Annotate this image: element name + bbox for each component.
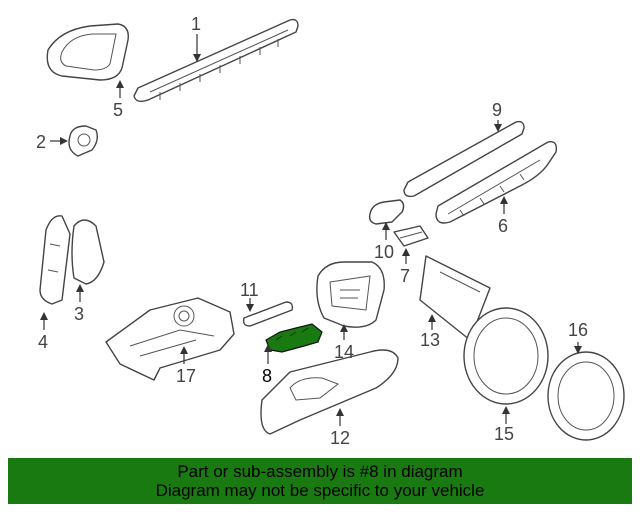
callout-13[interactable]: 13 [420,330,440,350]
part-4-shape [39,215,71,305]
callout-10[interactable]: 10 [374,242,394,262]
parts-diagram: 1 2 3 4 5 6 7 8 9 10 11 12 13 14 15 16 1… [36,14,625,448]
part-17-shape [105,297,235,381]
part-2-shape [68,125,99,157]
part-11-shape [242,301,294,327]
part-9-shape [403,120,525,198]
callout-12[interactable]: 12 [330,428,350,448]
callout-11[interactable]: 11 [240,280,259,300]
callout-2[interactable]: 2 [36,132,46,152]
callout-14[interactable]: 14 [334,342,354,362]
callout-3[interactable]: 3 [74,304,84,324]
callout-16[interactable]: 16 [568,320,588,340]
banner-line-2: Diagram may not be specific to your vehi… [155,481,485,500]
banner-line-1: Part or sub-assembly is #8 in diagram [177,462,463,481]
part-3-shape [71,219,105,285]
part-1-shape [133,18,299,103]
callout-9[interactable]: 9 [492,100,502,120]
callout-6[interactable]: 6 [498,216,508,236]
part-8-highlight [265,323,323,353]
info-banner: Part or sub-assembly is #8 in diagram Di… [8,458,632,504]
callout-7[interactable]: 7 [400,266,410,286]
part-7-shape [393,225,429,247]
part-6-shape [435,141,558,224]
part-12-shape [260,349,399,435]
callout-15[interactable]: 15 [494,424,514,444]
part-15-shape [463,307,549,405]
part-5-shape [46,23,129,81]
part-16-shape [547,351,625,441]
leader-lines [40,34,582,426]
callout-17[interactable]: 17 [176,366,196,386]
callout-labels: 1 2 3 4 5 6 7 8 9 10 11 12 13 14 15 16 1… [36,14,588,448]
callout-1[interactable]: 1 [191,14,201,34]
part-10-shape [368,199,405,225]
callout-8[interactable]: 8 [262,366,272,386]
callout-4[interactable]: 4 [38,332,48,352]
callout-5[interactable]: 5 [113,100,123,120]
part-14-shape [316,261,385,328]
